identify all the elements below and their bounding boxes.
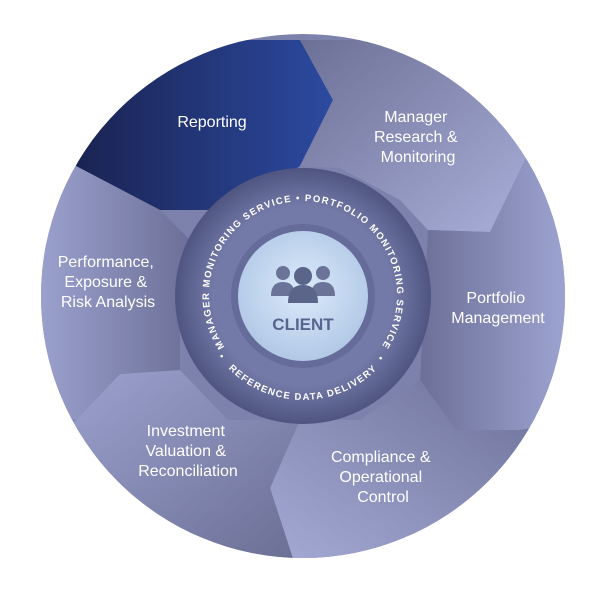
people-icon <box>271 266 335 303</box>
label-performance: Performance, Exposure & Risk Analysis <box>58 254 159 311</box>
label-manager: Manager Research & Monitoring <box>374 109 462 166</box>
label-compliance: Compliance & Operational Control <box>331 449 435 506</box>
segment-performance[interactable] <box>30 166 190 420</box>
label-reporting: Reporting <box>177 114 246 131</box>
label-valuation: Investment Valuation & Reconciliation <box>138 423 238 480</box>
ring-dot-left: • <box>220 351 225 362</box>
segment-portfolio-management[interactable] <box>420 150 580 430</box>
label-portfolio: Portfolio Management <box>451 290 545 327</box>
client-label: CLIENT <box>272 315 334 334</box>
ring-dot-right: • <box>379 353 384 364</box>
